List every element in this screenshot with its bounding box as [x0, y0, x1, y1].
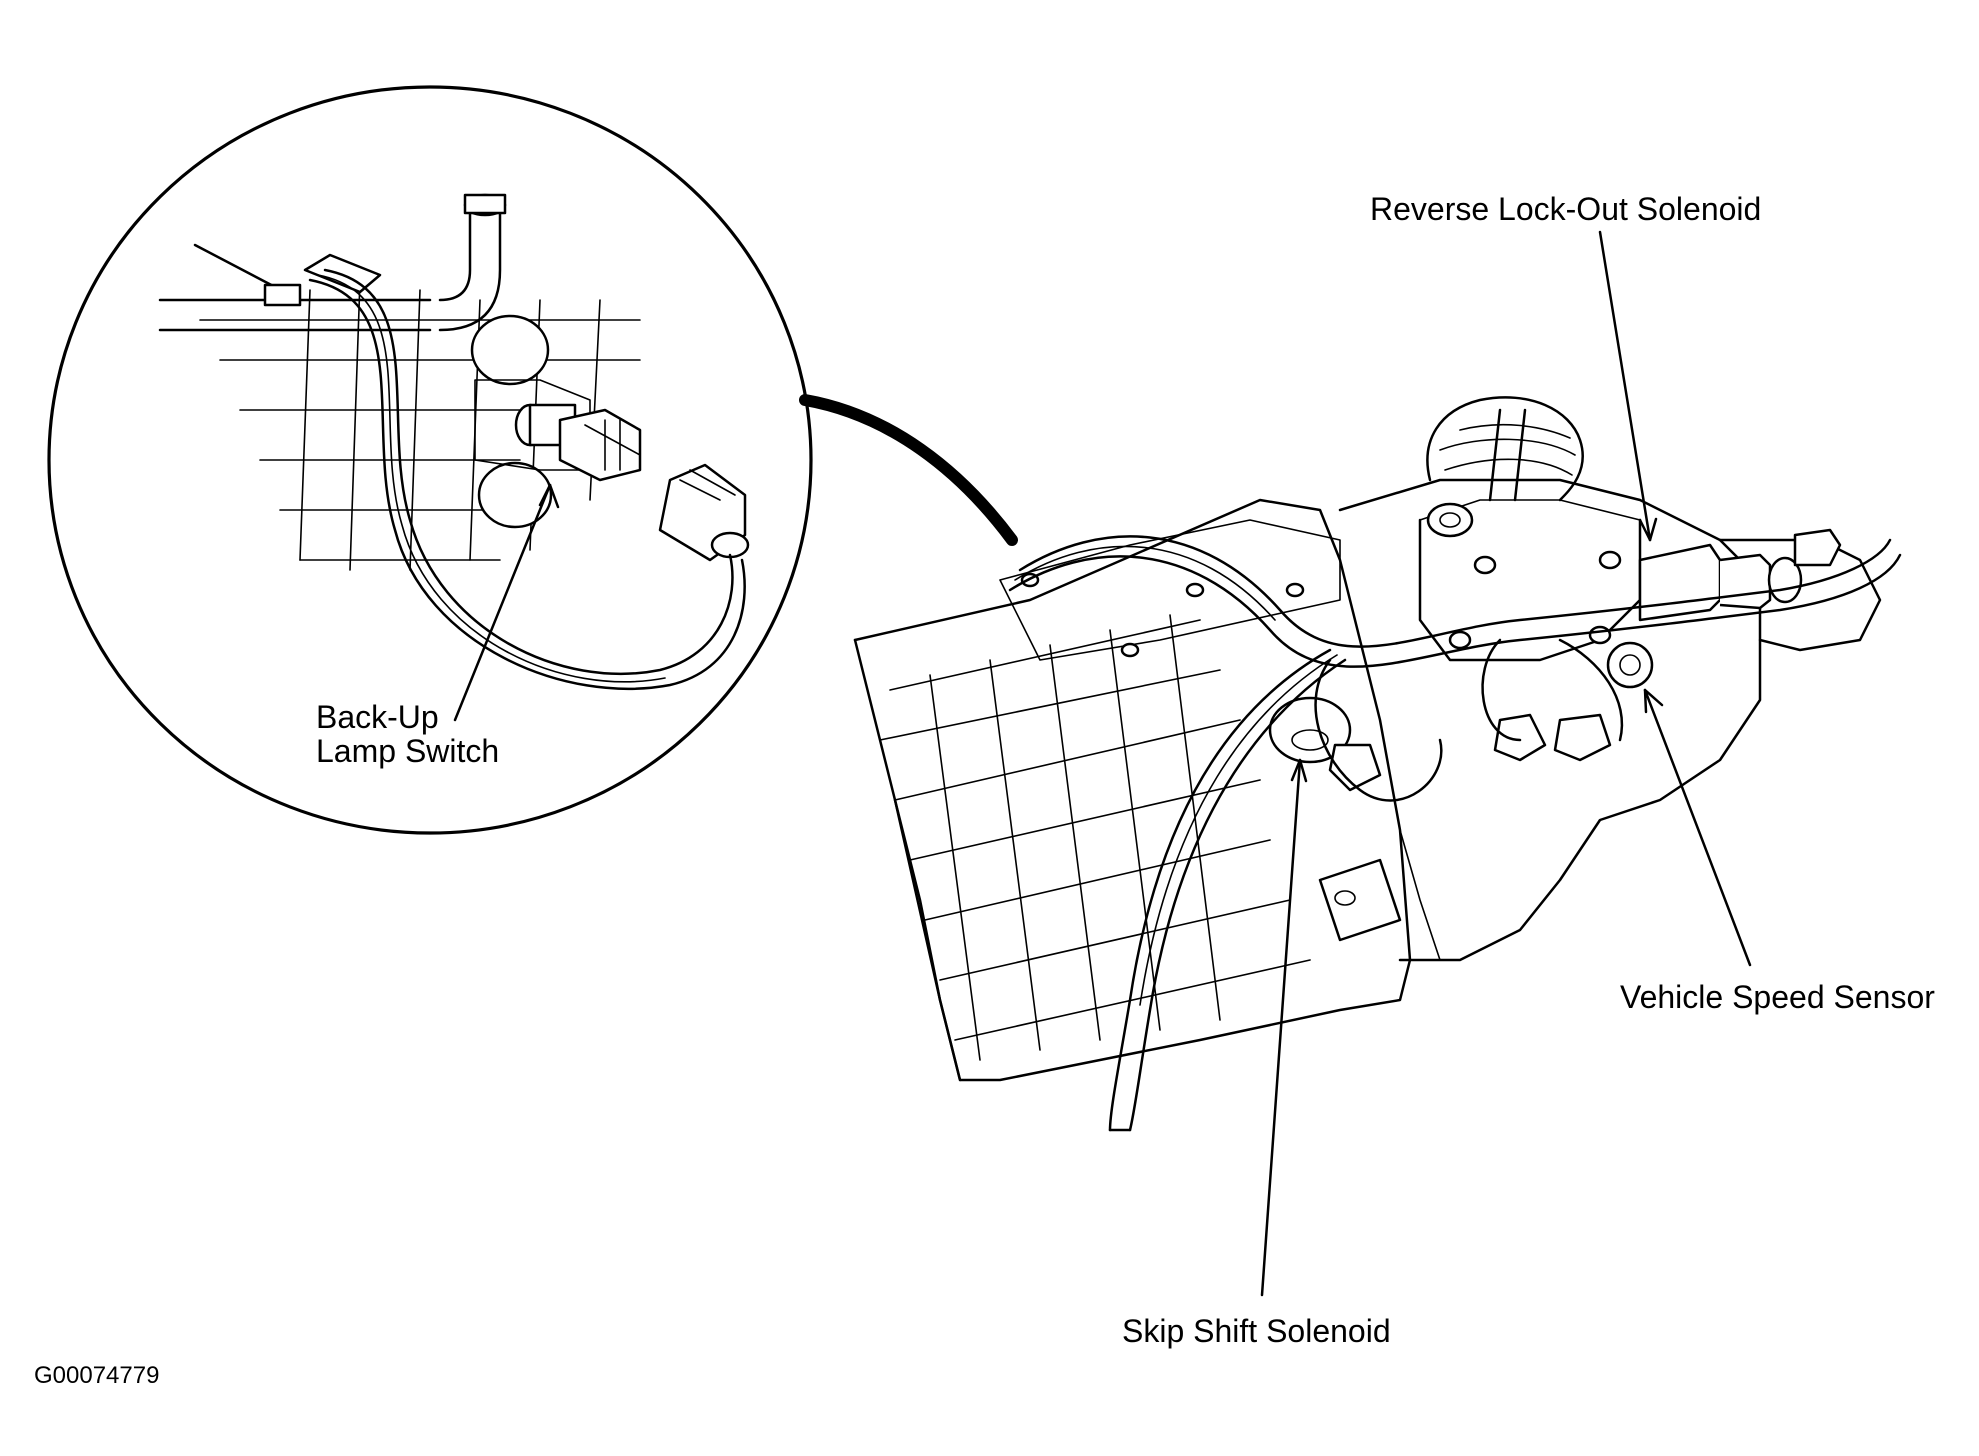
- backup-lamp-switch-label-line1: Back-Up: [316, 699, 439, 735]
- inset-backup-lamp-switch: [514, 403, 642, 482]
- detail-connector-leader: [799, 394, 1018, 546]
- inset-mating-connector: [658, 463, 750, 562]
- backup-lamp-switch-label: Back-Up Lamp Switch: [316, 700, 499, 768]
- transmission-case: [853, 396, 1882, 1082]
- case-ribbing: [879, 614, 1311, 1061]
- shifter-boot: [1426, 396, 1584, 538]
- reverse-lockout-solenoid-label: Reverse Lock-Out Solenoid: [1370, 191, 1762, 227]
- inset-shift-rod: [158, 193, 507, 332]
- backup-lamp-switch-leader: [453, 483, 552, 722]
- reverse-lockout-solenoid-leader: [1598, 230, 1652, 542]
- skip-shift-solenoid-body: [1268, 696, 1352, 764]
- detail-circle: [47, 85, 813, 835]
- vehicle-speed-sensor-leader: [1643, 688, 1752, 967]
- skip-shift-solenoid-leader: [1260, 758, 1302, 1297]
- inset-switch-bosses: [470, 314, 591, 529]
- backup-lamp-switch-label-line2: Lamp Switch: [316, 733, 500, 769]
- skip-shift-solenoid-label: Skip Shift Solenoid: [1122, 1313, 1391, 1349]
- reverse-lockout-solenoid-body: [1638, 543, 1803, 622]
- figure-id: G00074779: [34, 1362, 160, 1389]
- inset-wire-harness: [308, 268, 746, 690]
- vehicle-speed-sensor-body: [1606, 641, 1654, 689]
- vehicle-speed-sensor-label: Vehicle Speed Sensor: [1620, 979, 1935, 1015]
- detail-inset: [47, 85, 1018, 835]
- harness-connectors: [1328, 528, 1842, 792]
- main-wire-harness: [1008, 535, 1902, 1132]
